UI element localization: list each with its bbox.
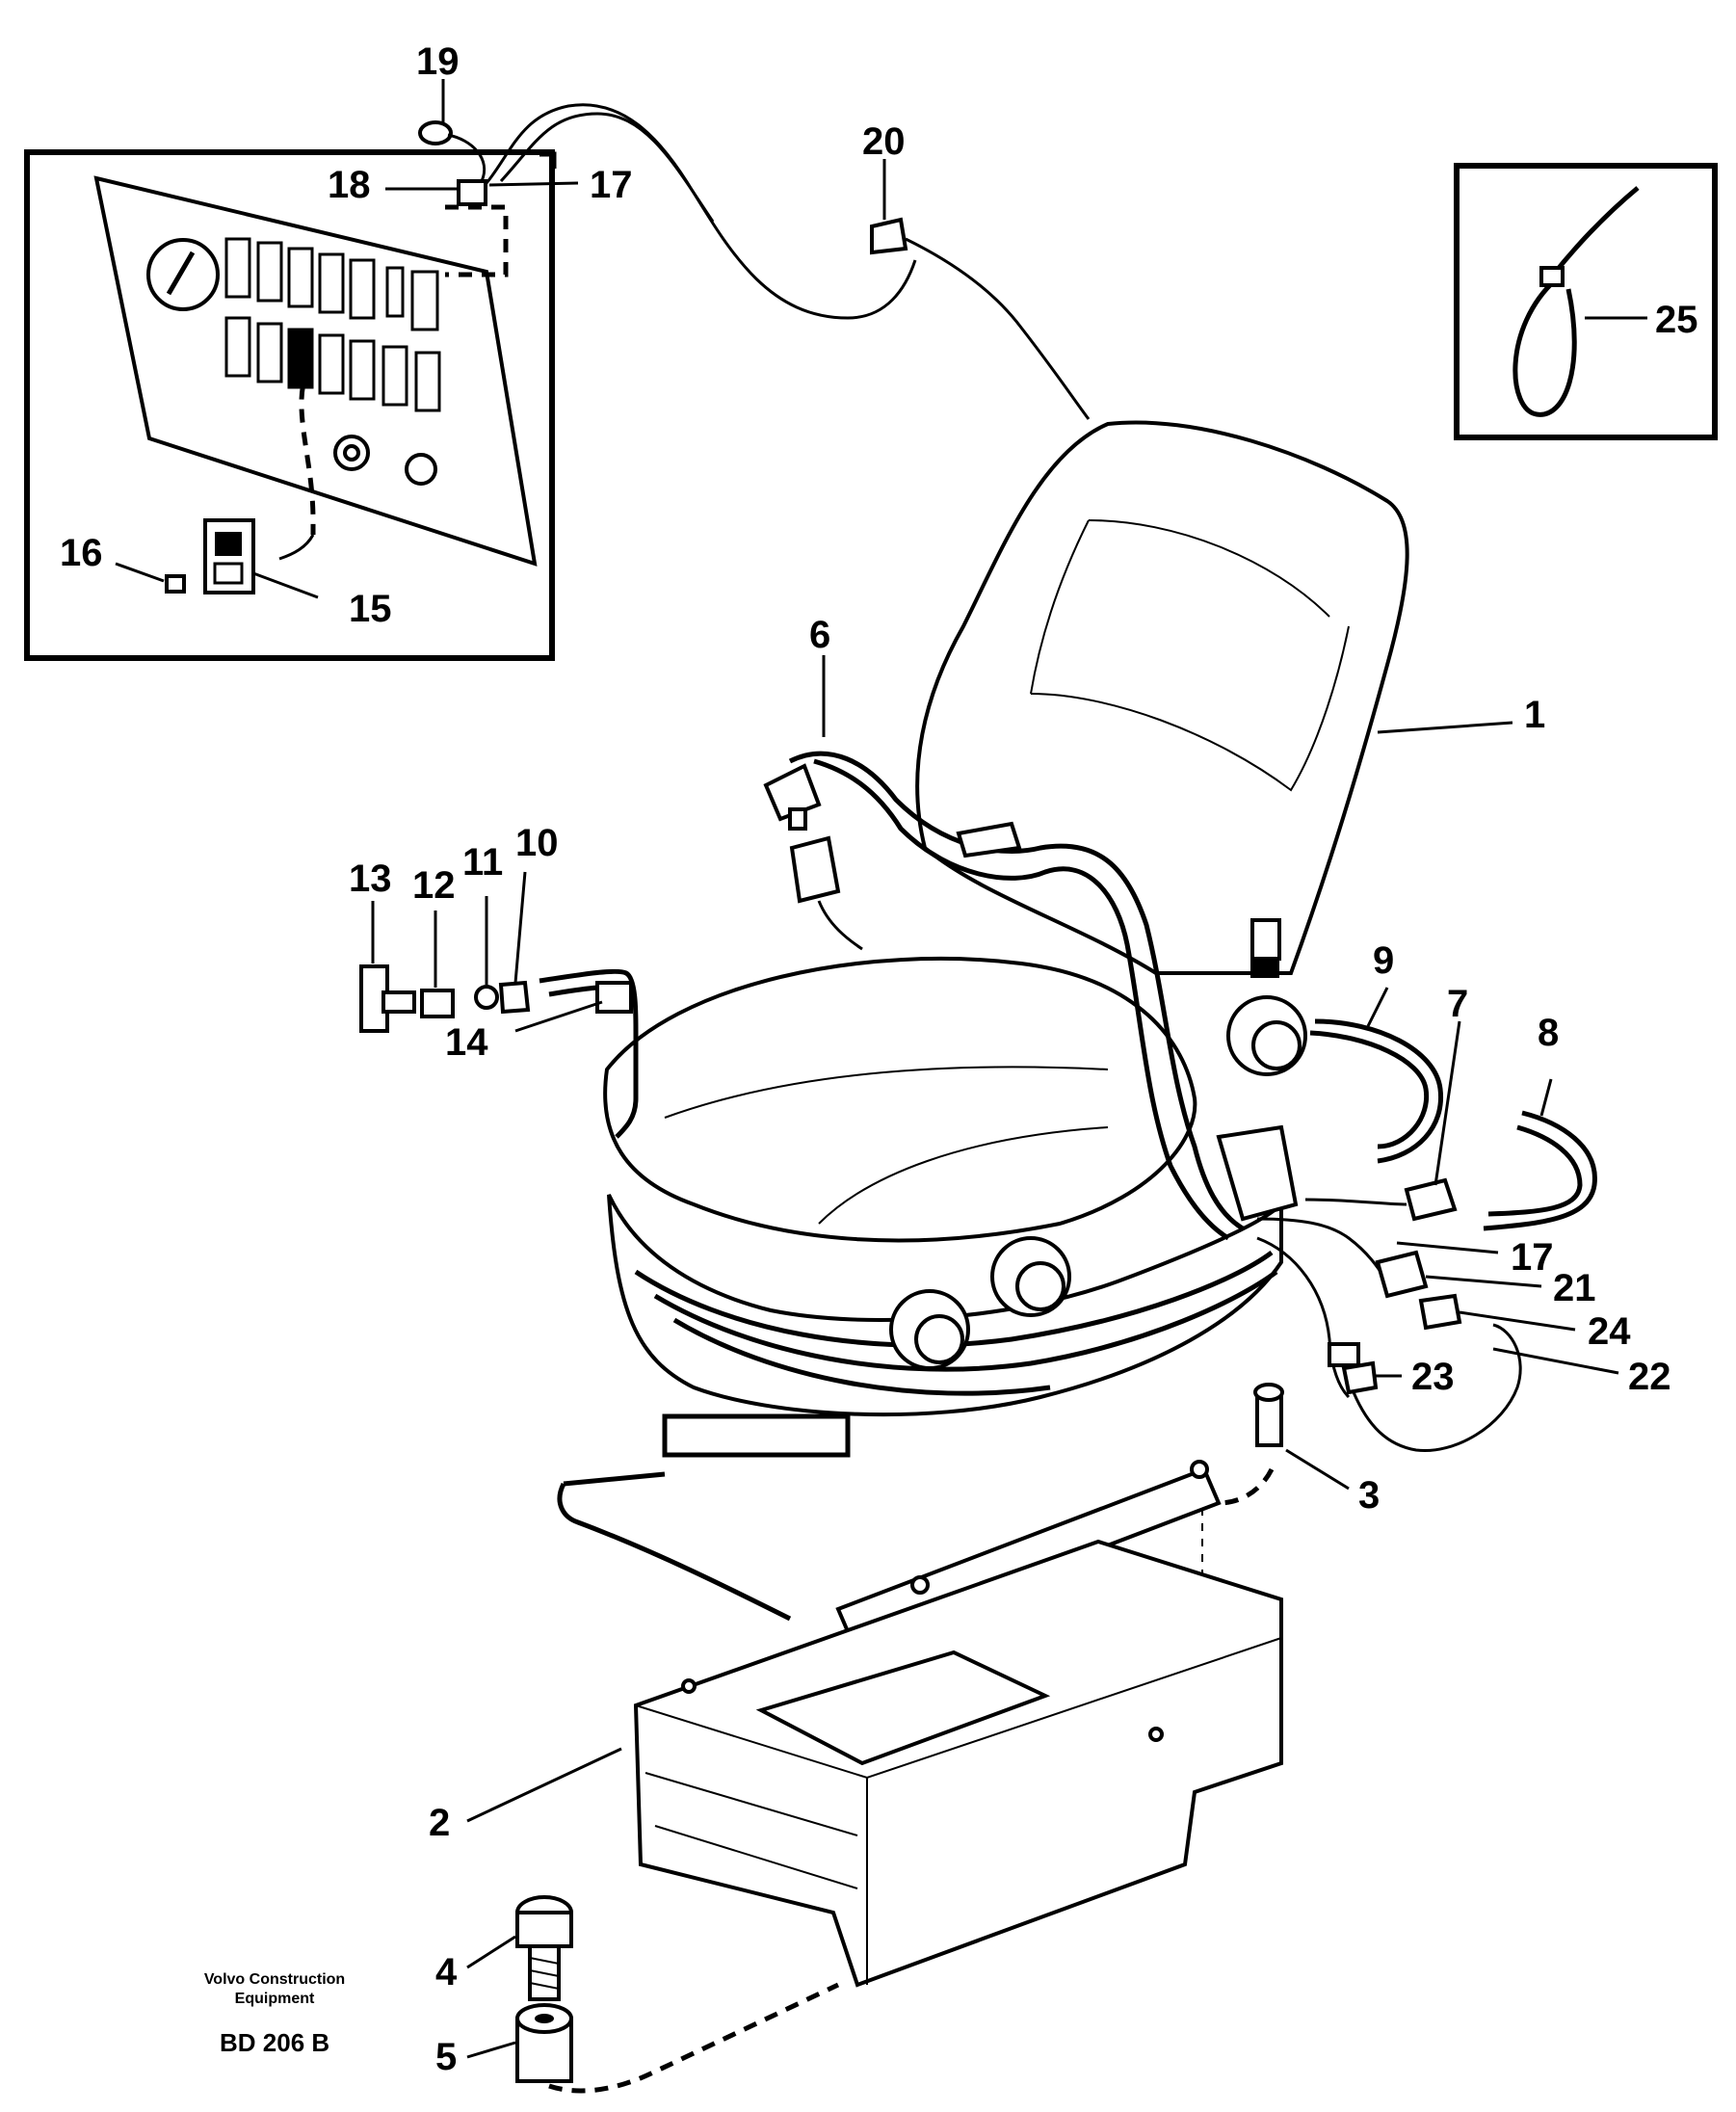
callout-4: 4 <box>435 1951 458 1993</box>
seat-belt-tongue <box>763 763 822 822</box>
connector-21 <box>1375 1250 1429 1299</box>
console-opening <box>755 1650 1051 1766</box>
callout-17-top: 17 <box>590 164 633 206</box>
air-hose-fittings <box>359 964 639 1139</box>
connector-19 <box>418 120 453 145</box>
callout-25: 25 <box>1655 299 1698 341</box>
callout-13: 13 <box>349 858 392 900</box>
cable-tie-loop <box>1512 277 1577 417</box>
callout-12: 12 <box>412 864 456 907</box>
bolt-4 <box>515 1911 573 1948</box>
callout-9: 9 <box>1373 939 1394 982</box>
seat-console-box <box>633 1539 1283 1988</box>
tee-fitting-13 <box>359 964 389 1033</box>
operator-seat <box>603 420 1409 1417</box>
seat-belt <box>763 751 1245 1241</box>
manufacturer-caption: Volvo Construction Equipment <box>188 1970 361 2009</box>
washer-11 <box>474 985 499 1010</box>
callout-21: 21 <box>1553 1267 1596 1309</box>
callout-2: 2 <box>429 1802 450 1844</box>
callout-23: 23 <box>1411 1356 1455 1398</box>
nipple-12 <box>420 989 455 1018</box>
callout-19: 19 <box>416 40 460 83</box>
connector-18 <box>457 179 487 206</box>
callout-22: 22 <box>1628 1356 1671 1398</box>
switch-panel-inset <box>24 149 579 661</box>
callout-18: 18 <box>328 164 371 206</box>
manufacturer-line-1: Volvo Construction <box>203 1971 346 1988</box>
connector-24 <box>1418 1293 1462 1331</box>
callout-24: 24 <box>1588 1310 1631 1353</box>
right-side-connections <box>1256 1018 1597 1453</box>
drawing-code: BD 206 B <box>220 2028 330 2057</box>
manufacturer-line-2: Equipment <box>234 1991 315 2007</box>
switch-cap-16 <box>165 574 186 594</box>
callout-5: 5 <box>435 2036 457 2078</box>
cable-tie-inset <box>1454 163 1718 440</box>
callout-16: 16 <box>60 532 103 574</box>
panel-knob-right <box>405 453 437 486</box>
callout-1: 1 <box>1524 694 1545 736</box>
connector-20 <box>870 217 908 255</box>
leader-lines <box>371 79 1619 2059</box>
connector-23 <box>1341 1360 1379 1395</box>
callout-10: 10 <box>515 822 559 864</box>
hose-clamp-14 <box>595 981 633 1014</box>
callout-11: 11 <box>462 841 503 884</box>
callout-14: 14 <box>445 1021 488 1064</box>
seat-belt-buckle <box>789 835 841 904</box>
rocker-switch-bank <box>224 237 441 412</box>
callout-17-right: 17 <box>1511 1236 1554 1279</box>
callout-15: 15 <box>349 588 392 630</box>
callout-numbers: 1 2 3 4 5 6 7 8 9 10 11 12 13 14 15 16 1… <box>60 40 1698 2078</box>
mounting-hardware <box>515 1895 840 2094</box>
gauge-dial <box>146 238 220 311</box>
callout-20: 20 <box>862 120 906 163</box>
seat-backrest <box>915 420 1409 975</box>
callout-8: 8 <box>1538 1012 1559 1054</box>
switch-panel-plate <box>93 175 538 567</box>
fitting-7 <box>1404 1177 1458 1222</box>
callout-3: 3 <box>1358 1474 1380 1517</box>
seat-wiring-harness <box>418 103 1091 420</box>
backrest-lever <box>1250 918 1281 961</box>
seat-cushion <box>603 956 1197 1243</box>
callout-7: 7 <box>1447 983 1468 1025</box>
callout-6: 6 <box>809 614 830 656</box>
nut-10 <box>498 980 531 1015</box>
